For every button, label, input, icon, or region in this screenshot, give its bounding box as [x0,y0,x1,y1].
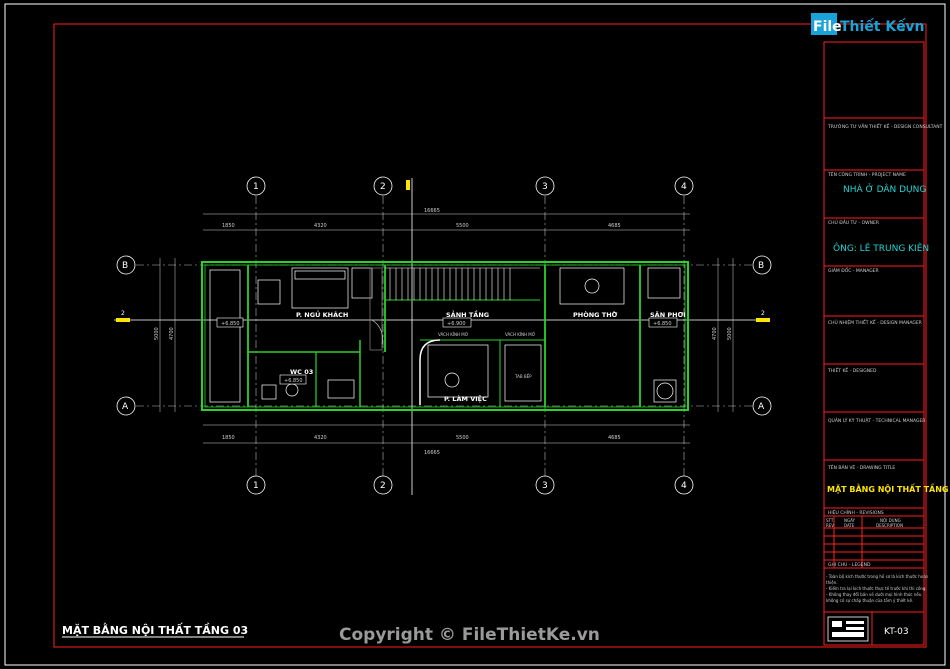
dim-bottom-4: 4685 [608,435,621,441]
grid-label-2-bottom: 2 [380,481,386,491]
room-guest: P. NGỦ KHÁCH [296,309,348,319]
dim-bottom-1: 1850 [222,435,235,441]
tb-rev-col1: STT [826,518,834,523]
level-tag-3: +6.850 [653,321,672,327]
note-kitchen: TAB BẾP [514,373,532,379]
drawing-title: MẶT BẰNG NỘI THẤT TẦNG 03 [62,622,248,637]
tb-rev-col2b: DATE [844,523,855,528]
section-mark-left: 2 [121,310,125,317]
tb-client-label: CHỦ ĐẦU TƯ - OWNER [828,218,879,226]
note-glass-1: VÁCH KÍNH MỜ [438,332,469,337]
dim-top-1: 1850 [222,223,235,229]
tb-rev-col3: NỘI DUNG [880,518,901,523]
logo-text-b: Thiết Kế [840,18,906,35]
grid-label-b-right: B [758,261,764,271]
dim-top-3: 5500 [456,223,469,229]
room-wc: WC 03 [290,368,313,376]
tb-company-stamp [827,616,869,642]
logo-text-c: .vn [900,19,924,35]
dim-bottom-3: 5500 [456,435,469,441]
tb-director-label: GIÁM ĐỐC - MANAGER [828,266,879,274]
level-tag-1: +6.850 [221,321,240,327]
tb-tech-label: QUẢN LÝ KỸ THUẬT - TECHNICAL MANAGER [828,416,925,424]
dimension-texts: 16665 1850 4320 5500 4685 1850 4320 5500… [154,208,733,456]
tb-rev-col2: NGÀY [844,518,856,523]
grid-label-1-bottom: 1 [253,481,259,491]
tb-project-label: TÊN CÔNG TRÌNH - PROJECT NAME [827,170,906,178]
dim-right-inner: 4700 [712,327,718,340]
tb-notes-label: GHI CHÚ - LEGEND [828,561,871,568]
dim-top-4: 4685 [608,223,621,229]
grid-label-2-top: 2 [380,182,386,192]
grid-labels: 1 2 3 4 1 2 3 4 B A B A [122,182,765,491]
tb-sheet-number: KT-03 [884,627,909,637]
site-logo: File Thiết Kế .vn [811,13,924,35]
section-mark-right: 2 [761,310,765,317]
dim-top-2: 4320 [314,223,327,229]
dim-bottom-2: 4320 [314,435,327,441]
room-worship: PHÒNG THỜ [573,310,618,319]
floor-plan [201,261,689,411]
note-glass-2: VÁCH KÍNH MỜ [505,332,536,337]
tb-owner-row: TRƯỜNG TƯ VẤN THIẾT KẾ - DESIGN CONSULTA… [827,122,943,130]
inner-frame [53,23,927,648]
level-tag-2: +6.900 [447,321,466,327]
dim-left-inner: 4700 [169,327,175,340]
tb-designer-label: THIẾT KẾ - DESIGNED [827,366,877,374]
grid-label-3-bottom: 3 [542,481,548,491]
grid-label-3-top: 3 [542,182,548,192]
grid-label-a-right: A [758,402,765,412]
tb-note-2: thiện. [826,580,837,585]
dim-left-total: 5000 [154,327,160,340]
dim-right-total: 5000 [727,327,733,340]
section-markers: 2 2 [116,180,770,322]
grid-label-a-left: A [122,402,129,412]
room-study: P. LÀM VIỆC [444,394,487,403]
level-tag-4: +6.850 [284,378,303,384]
room-labels: P. NGỦ KHÁCH SẢNH TẦNG PHÒNG THỜ SÂN PHƠ… [290,309,686,403]
level-tags: +6.850 +6.900 +6.850 +6.850 [216,317,678,385]
tb-note-1: - Toàn bộ kích thước trong hồ sơ là kích… [826,574,929,579]
grid-label-b-left: B [122,261,128,271]
tb-lead-label: CHỦ NHIỆM THIẾT KẾ - DESIGN MANAGER [828,318,922,326]
dimension-lines [159,213,734,444]
dim-total-bottom: 16665 [424,450,440,456]
tb-revision-label: HIỆU CHỈNH - REVISIONS [828,508,884,516]
outer-frame [4,3,946,666]
tb-sheet-name: MẶT BẰNG NỘI THẤT TẦNG 03 [827,482,950,494]
room-balcony: SÂN PHƠI [650,310,686,319]
tb-rev-col3b: DESCRIPTION [876,523,903,528]
dim-total-top: 16665 [424,208,440,214]
tb-note-5: không có sự chấp thuận của tầm ý thiết k… [826,598,913,603]
tb-sheet-name-label: TÊN BẢN VẼ - DRAWING TITLE [827,463,895,471]
stair [385,267,540,300]
logo-text-a: File [813,19,842,35]
tb-note-4: - Không thay đổi bản vẽ dưới mọi hình th… [826,592,922,597]
tb-note-3: - Kiểm tra lại kích thước thực tế trước … [826,586,927,591]
grid-label-4-top: 4 [681,182,687,192]
tb-rev-col1b: REV [826,523,834,528]
title-block: TRƯỜNG TƯ VẤN THIẾT KẾ - DESIGN CONSULTA… [823,41,950,646]
room-stair: SẢNH TẦNG [446,309,489,319]
copyright-watermark: Copyright © FileThietKe.vn [339,625,600,645]
tb-client-name: ÔNG: LÊ TRUNG KIÊN [833,242,929,254]
tb-project-name: NHÀ Ở DÂN DỤNG [843,183,926,195]
grid-bubbles [116,176,772,495]
grid-label-1-top: 1 [253,182,259,192]
grid-label-4-bottom: 4 [681,481,687,491]
